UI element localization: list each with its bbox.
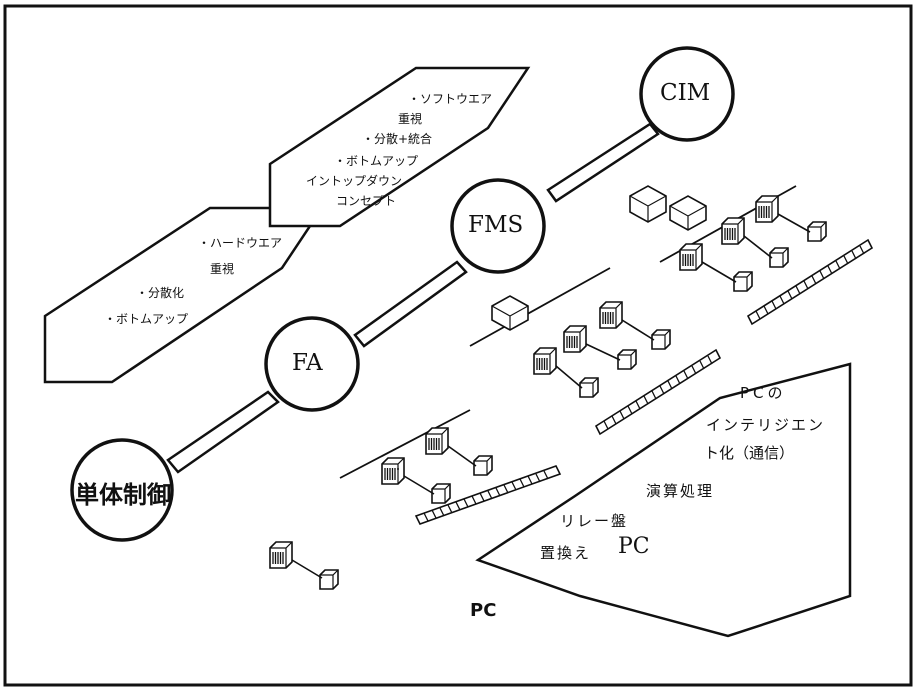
pc-panel-line-6: 置換え bbox=[540, 544, 592, 562]
node-cim-circle bbox=[639, 46, 735, 142]
panel-software bbox=[268, 66, 531, 228]
connector-pipes bbox=[166, 122, 660, 474]
fms-network-group bbox=[469, 267, 722, 436]
upper-panel-line-6: コンセプト bbox=[336, 194, 397, 208]
frame-border bbox=[3, 4, 913, 687]
panel-pc-evolution bbox=[475, 362, 852, 638]
node-fms-circle bbox=[450, 178, 546, 274]
upper-panel-line-4: ・ボトムアップ bbox=[334, 154, 419, 168]
pc-panel-line-3: ト化（通信） bbox=[704, 444, 795, 462]
pc-panel-line-5: リレー盤 bbox=[560, 512, 629, 530]
bottom-pc-label: PC bbox=[470, 600, 497, 621]
node-standalone-label: 単体制御 bbox=[75, 481, 171, 509]
lower-panel-line-3: ・分散化 bbox=[136, 286, 185, 300]
node-cim-label: CIM bbox=[660, 80, 711, 106]
lower-panel-line-2: 重視 bbox=[210, 262, 235, 276]
pc-panel-line-4: 演算処理 bbox=[646, 482, 715, 500]
node-fa-label: FA bbox=[292, 350, 323, 376]
lower-panel-line-1: ・ハードウエア bbox=[198, 236, 283, 250]
panel-hardware bbox=[43, 206, 325, 384]
pc-panel-line-7: PC bbox=[618, 534, 650, 559]
cim-network-group bbox=[629, 185, 874, 326]
fa-network-group bbox=[339, 409, 562, 525]
lower-panel-line-4: ・ボトムアップ bbox=[104, 312, 189, 326]
pc-panel-line-1: PCの bbox=[740, 384, 787, 402]
node-fa-circle bbox=[264, 316, 360, 412]
node-fms-label: FMS bbox=[468, 212, 524, 238]
upper-panel-line-3: ・分散+統合 bbox=[362, 132, 433, 146]
upper-panel-line-2: 重視 bbox=[398, 112, 423, 126]
standalone-pc-group bbox=[269, 541, 339, 590]
node-standalone-circle bbox=[70, 438, 174, 542]
upper-panel-line-1: ・ソフトウエア bbox=[408, 92, 493, 106]
upper-panel-line-5: イントップダウン bbox=[306, 174, 403, 188]
pc-panel-line-2: インテリジエン bbox=[706, 416, 826, 434]
